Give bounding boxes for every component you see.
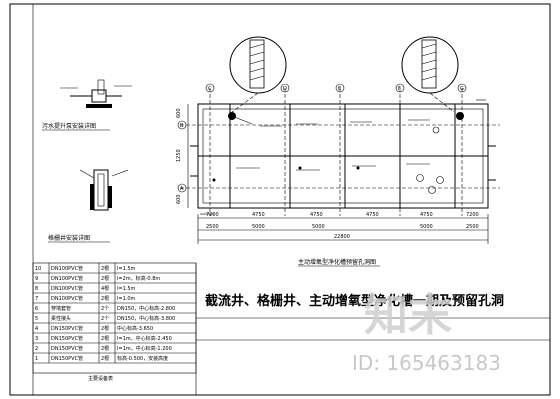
table-cell: 标高-0.500，安装高度: [117, 355, 168, 362]
table-cell: 2根: [101, 345, 109, 352]
detail-caption-2: 格栅井安装详图: [48, 234, 90, 242]
table-cell: 中心标高-3.650: [117, 325, 153, 332]
title-block: [195, 263, 550, 395]
table-cell: 8: [35, 286, 38, 292]
table-cell: DN150PVC管: [51, 355, 83, 362]
watermark-id: ID: 165463183: [352, 351, 501, 375]
span-mid-2: 5000: [252, 224, 265, 230]
detail-circle-left: [229, 36, 287, 113]
grid-axes: C D E F G B A: [177, 83, 500, 216]
detail-circle-right: [401, 36, 459, 113]
table-cell: 2根: [101, 265, 109, 272]
bottom-dimensions: 7200 4750 4750 4750 4750 7200 2500 5000 …: [197, 212, 489, 244]
tank-plan: [190, 99, 496, 215]
table-cell: 穿墙套管: [51, 305, 71, 312]
table-cell: 2根: [101, 335, 109, 342]
span-top-6: 7200: [466, 212, 479, 218]
span-mid-4: 5000: [420, 224, 433, 230]
table-cell: l=1.0m: [117, 296, 136, 302]
table-cell: 2根: [101, 275, 109, 282]
span-mid-1: 2500: [206, 224, 219, 230]
table-cell: l=1.5m: [117, 286, 136, 292]
table-cell: DN150PVC管: [51, 345, 83, 352]
table-cell: 10: [35, 266, 41, 272]
table-cell: DN150，中心标高-3.800: [117, 315, 175, 322]
table-cell: DN100PVC管: [51, 265, 83, 272]
table-cell: 2个: [101, 306, 109, 312]
table-cell: 7: [35, 296, 38, 302]
table-cell: 2根: [101, 355, 109, 362]
table-cell: l=1m，中心标高-2.450: [117, 335, 172, 342]
table-cell: 柔性接头: [51, 315, 71, 322]
table-cell: l=1.5m: [117, 266, 136, 272]
table-cell: DN100PVC管: [51, 285, 83, 292]
detail-caption-1: 污水提升泵安装详图: [42, 122, 96, 130]
table-cell: 3: [35, 336, 38, 342]
axis-label-c: C: [208, 86, 212, 92]
axis-label-f: F: [398, 86, 401, 92]
total-width: 22800: [334, 234, 350, 240]
left-dim-2: 1250: [176, 149, 182, 162]
span-top-4: 4750: [366, 212, 379, 218]
watermark-brand: 知末: [364, 290, 452, 341]
screen-well-detail: 格栅井安装详图: [48, 169, 129, 243]
table-cell: 2: [35, 346, 38, 352]
span-mid-5: 2500: [466, 224, 479, 230]
axis-label-g: G: [460, 86, 464, 92]
axis-label-e: E: [338, 86, 341, 92]
plan-caption: 主动增氧型净化槽预留孔洞图: [298, 258, 376, 266]
axis-label-a: A: [180, 186, 184, 192]
left-dimensions: 600 1250 600: [176, 104, 189, 208]
table-cell: 2个: [101, 316, 109, 322]
span-top-3: 4750: [310, 212, 323, 218]
table-cell: 1: [35, 356, 38, 362]
span-top-2: 4750: [252, 212, 265, 218]
table-cell: l=1m，中心标高-1.200: [117, 345, 172, 352]
table-cell: DN100PVC管: [51, 275, 83, 282]
pump-detail: 污水提升泵安装详图: [42, 79, 132, 131]
span-top-5: 4750: [420, 212, 433, 218]
table-cell: DN150PVC管: [51, 335, 83, 342]
table-cell: 6: [35, 306, 38, 312]
table-cell: 4: [35, 326, 38, 332]
table-cell: DN100PVC管: [51, 295, 83, 302]
table-cell: 2根: [101, 325, 109, 332]
table-cell: 5: [35, 316, 38, 322]
drawing-title: 截流井、格栅井、主动增氧型净化槽一期及预留孔洞: [205, 293, 504, 309]
table-cell: 9: [35, 276, 38, 282]
axis-label-d: D: [283, 86, 287, 92]
table-cell: DN150PVC管: [51, 325, 83, 332]
span-top-1: 7200: [206, 212, 219, 218]
left-dim-3: 600: [176, 194, 182, 204]
axis-label-b: B: [180, 123, 184, 129]
table-caption: 主要设备表: [88, 375, 113, 382]
sheet-border: [9, 3, 551, 396]
table-cell: 4根: [101, 285, 109, 292]
span-mid-3: 5000: [312, 224, 325, 230]
table-cell: 2根: [101, 295, 109, 302]
table-cell: DN150，中心标高-2.800: [117, 305, 175, 312]
table-cell: l=2m，标高-0.8m: [117, 275, 160, 282]
left-dim-1: 600: [176, 108, 182, 118]
